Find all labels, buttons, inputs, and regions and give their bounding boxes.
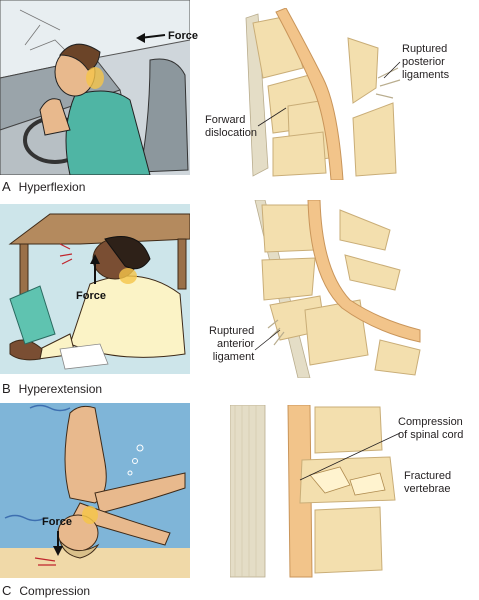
label-fractured-vertebrae: Fractured vertebrae	[404, 470, 452, 495]
caption-letter: A	[2, 179, 11, 194]
label-ruptured-posterior-ligaments: Ruptured posterior ligaments	[402, 43, 450, 81]
label-compression-of-spinal-cord: Compression of spinal cord	[398, 416, 464, 441]
spine-diagram-compression	[230, 405, 400, 578]
fall-under-table-illustration	[0, 204, 190, 374]
caption-letter: C	[2, 583, 12, 598]
panel-compression: Force C Compression Compression of spinal…	[0, 400, 479, 600]
force-label: Force	[168, 30, 198, 42]
spine-diagram-hyperextension	[254, 200, 421, 378]
caption-hyperextension: B Hyperextension	[2, 381, 103, 397]
diving-accident-illustration	[0, 403, 190, 578]
spine-diagram-hyperflexion	[245, 8, 401, 180]
caption-compression: C Compression	[2, 583, 91, 599]
caption-hyperflexion: A Hyperflexion	[2, 179, 86, 195]
force-label: Force	[76, 290, 106, 302]
force-label: Force	[42, 516, 72, 528]
label-ruptured-anterior-ligament: Ruptured anterior ligament	[209, 325, 255, 363]
panel-hyperextension: Force B Hyperextension Ruptured anterior …	[0, 200, 479, 400]
caption-text: Compression	[19, 584, 91, 598]
caption-text: Hyperflexion	[18, 180, 86, 194]
car-crash-illustration	[0, 0, 190, 175]
caption-text: Hyperextension	[18, 382, 103, 396]
caption-letter: B	[2, 381, 11, 396]
label-forward-dislocation: Forward dislocation	[205, 114, 257, 139]
